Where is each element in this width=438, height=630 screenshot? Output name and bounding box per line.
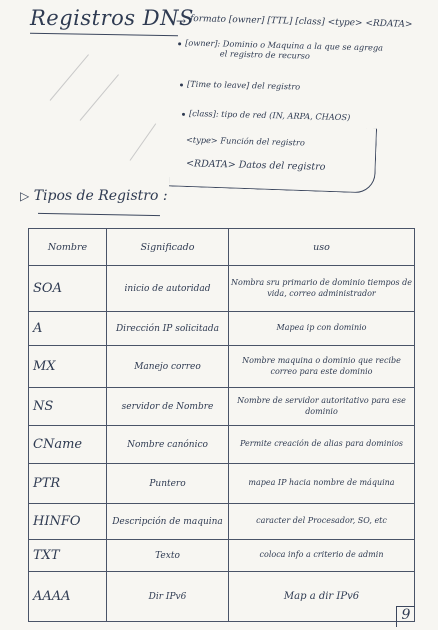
record-name: HINFO [28,503,107,540]
triangle-icon: ▷ [20,189,30,203]
record-meaning: inicio de autoridad [106,265,229,312]
record-use: Permite creación de alias para dominios [228,425,415,464]
record-name: AAAA [28,571,107,622]
page-title: Registros DNS [30,6,194,30]
record-meaning: Dir IPv6 [106,571,229,622]
record-format: formato [owner] [TTL] [class] <type> <RD… [189,14,413,30]
field-owner: [owner]: Dominio o Maquina a la que se a… [178,37,383,62]
column-header: Significado [106,228,229,266]
column-header: uso [228,228,415,266]
record-use: Map a dir IPv6 [228,571,415,622]
field-text: tipo de red (IN, ARPA, CHAOS) [221,108,351,123]
bracket-curve [168,121,378,194]
format-arrow-icon: → [176,14,187,28]
table-row: NS servidor de Nombre Nombre de servidor… [28,387,415,426]
record-meaning: Texto [106,539,229,572]
record-meaning: Manejo correo [106,345,229,388]
column-header: Nombre [28,228,107,266]
table-row: MX Manejo correo Nombre maquina o domini… [28,345,415,388]
table-row: HINFO Descripción de maquina caracter de… [28,503,415,540]
record-types-table: Nombre Significado uso SOA inicio de aut… [28,228,415,622]
record-use: coloca info a criterio de admin [228,539,415,572]
field-ttl: [Time to leave] del registro [179,78,301,92]
record-use: Nombre de servidor autoritativo para ese… [228,387,415,426]
record-use: Nombra sru primario de dominio tiempos d… [228,265,415,312]
bullet-dot-icon [178,41,182,45]
record-use: Nombre maquina o dominio que recibe corr… [228,345,415,388]
section-underline [38,212,160,217]
record-meaning: Puntero [106,463,229,504]
table-row: AAAA Dir IPv6 Map a dir IPv6 [28,571,415,622]
record-use: caracter del Procesador, SO, etc [228,503,415,540]
record-meaning: Descripción de maquina [106,503,229,540]
record-meaning: servidor de Nombre [106,387,229,426]
pencil-stroke [79,74,119,121]
page-number: 9 [396,606,415,627]
record-name: NS [28,387,107,426]
table-row: TXT Texto coloca info a criterio de admi… [28,539,415,572]
record-name: TXT [28,539,107,572]
section-title: Tipos de Registro : [33,188,168,204]
field-label: [Time to leave] [186,78,250,91]
record-name: PTR [28,463,107,504]
table-row: SOA inicio de autoridad Nombra sru prima… [28,265,415,312]
bullet-dot-icon [179,82,184,87]
field-text: Datos del registro [238,159,326,173]
field-class: [class]: tipo de red (IN, ARPA, CHAOS) [181,107,351,123]
field-label: [class]: [188,107,219,119]
table-row: PTR Puntero mapea IP hacia nombre de máq… [28,463,415,504]
record-meaning: Dirección IP solicitada [106,311,229,346]
record-meaning: Nombre canónico [106,425,229,464]
section-heading: ▷ Tipos de Registro : [20,188,168,204]
record-name: SOA [28,265,107,312]
record-name: CName [28,425,107,464]
record-name: MX [28,345,107,388]
field-label: [owner]: [185,37,221,49]
record-name: A [28,311,107,346]
table-row: A Dirección IP solicitada Mapea ip con d… [28,311,415,346]
record-use: mapea IP hacia nombre de máquina [228,463,415,504]
pencil-stroke [129,123,157,161]
title-underline [30,32,178,37]
table-header-row: Nombre Significado uso [28,228,415,266]
record-use: Mapea ip con dominio [228,311,415,346]
bullet-dot-icon [181,112,186,116]
table-row: CName Nombre canónico Permite creación d… [28,425,415,464]
field-label: <RDATA> [185,158,236,171]
field-text: del registro [251,80,301,92]
pencil-stroke [49,54,89,101]
